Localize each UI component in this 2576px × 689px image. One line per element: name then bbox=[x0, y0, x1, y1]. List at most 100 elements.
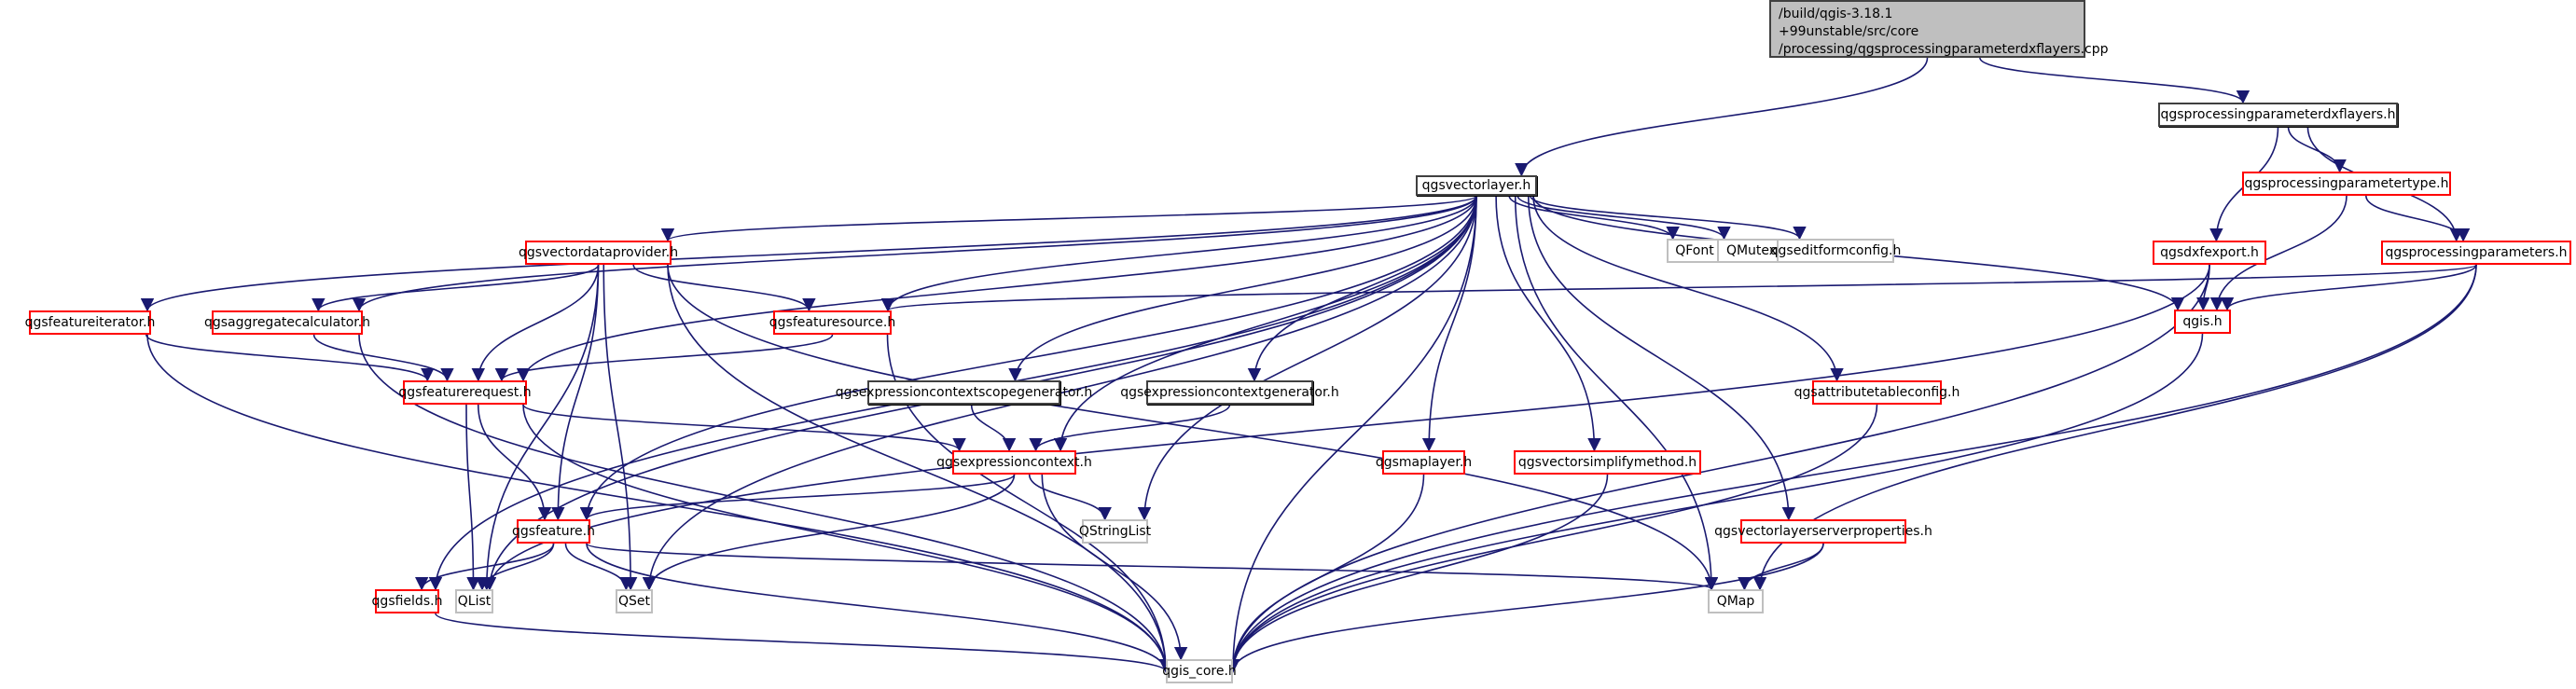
graph-node-aggregatecalc-h[interactable]: qgsaggregatecalculator.h bbox=[204, 310, 370, 335]
edge-feature_h-to-QList bbox=[475, 543, 555, 591]
node-label: QSet bbox=[617, 594, 650, 609]
node-label: QMutex bbox=[1725, 243, 1778, 258]
edge-vectordataprovider_h-to-QSet bbox=[602, 264, 638, 591]
edge-dxfexport_h-to-QList bbox=[482, 264, 2210, 591]
node-label: qgsdxfexport.h bbox=[2160, 245, 2259, 260]
edge-vectordataprovider_h-to-featuresource_h bbox=[632, 264, 816, 312]
edge-root-to-dxflayers_h bbox=[1979, 57, 2250, 104]
edge-vectorlayer_h-to-qgis_core_h bbox=[1226, 195, 1477, 673]
graph-node-featureiterator-h[interactable]: qgsfeatureiterator.h bbox=[25, 310, 155, 335]
node-label: qgseditformconfig.h bbox=[1769, 243, 1902, 258]
node-label: qgsvectorsimplifymethod.h bbox=[1517, 455, 1697, 470]
node-label: qgsaggregatecalculator.h bbox=[203, 315, 371, 330]
graph-node-qlist[interactable]: QList bbox=[455, 589, 493, 613]
edge-vectorlayer_h-to-exprcontext_h bbox=[1053, 195, 1477, 452]
edge-root-to-vectorlayer_h bbox=[1515, 57, 1929, 177]
edge-vectorlayer_h-to-QSet bbox=[642, 195, 1477, 591]
node-label: qgsvectorlayer.h bbox=[1421, 178, 1531, 193]
node-label: qgsfeaturerequest.h bbox=[398, 385, 532, 400]
edge-vectorlayer_h-to-feature_h bbox=[579, 195, 1477, 521]
edge-feature_h-to-fields_h bbox=[415, 543, 555, 591]
edge-vectorlayer_h-to-QMutex bbox=[1517, 195, 1731, 241]
edge-vectordataprovider_h-to-qgis_core_h bbox=[667, 264, 1173, 673]
edge-featuresource_h-to-featurerequest_h bbox=[494, 334, 834, 382]
root-path-line-2: +99unstable/src/core bbox=[1779, 24, 1919, 39]
node-label: QList bbox=[457, 594, 492, 609]
graph-node-qgis-h[interactable]: qgis.h bbox=[2174, 310, 2231, 334]
graph-node-feature-h[interactable]: qgsfeature.h bbox=[512, 519, 595, 544]
graph-node-qstringlist[interactable]: QStringList bbox=[1078, 519, 1152, 544]
node-label: qgsprocessingparameterdxflayers.h bbox=[2160, 107, 2396, 122]
graph-node-exprscopegen-h[interactable]: qgsexpressioncontextscopegenerator.h bbox=[836, 380, 1092, 405]
graph-node-qset[interactable]: QSet bbox=[616, 589, 653, 613]
edge-qgis_h-to-qgis_core_h bbox=[1226, 333, 2204, 673]
graph-node-vectordataprovider-h[interactable]: qgsvectordataprovider.h bbox=[519, 241, 678, 265]
graph-node-dxfexport-h[interactable]: qgsdxfexport.h bbox=[2153, 241, 2266, 265]
edge-serverprops_h-to-QMap bbox=[1738, 543, 1824, 591]
edge-paramtype_h-to-procparams_h bbox=[2365, 195, 2471, 242]
edge-attrtableconfig_h-to-qgis_core_h bbox=[1226, 404, 1878, 673]
graph-node-vectorlayer-h[interactable]: qgsvectorlayer.h bbox=[1416, 175, 1537, 196]
edge-maplayer_h-to-qgis_core_h bbox=[1226, 474, 1425, 673]
graph-node-paramtype-h[interactable]: qgsprocessingparametertype.h bbox=[2242, 172, 2451, 196]
node-label: qgsexpressioncontext.h bbox=[936, 455, 1092, 470]
node-label: qgsfields.h bbox=[371, 594, 443, 609]
graph-node-procparams-h[interactable]: qgsprocessingparameters.h bbox=[2381, 241, 2571, 265]
node-label: qgsprocessingparametertype.h bbox=[2244, 176, 2449, 191]
edge-exprcontext_h-to-qgis_core_h bbox=[1041, 474, 1188, 661]
edge-vectordataprovider_h-to-aggregatecalc_h bbox=[312, 264, 600, 312]
root-path-line-3: /processing/qgsprocessingparameterdxflay… bbox=[1779, 42, 2109, 57]
edge-fields_h-to-qgis_core_h bbox=[435, 613, 1172, 673]
edge-featureiterator_h-to-qgis_core_h bbox=[146, 334, 1173, 673]
edge-vectorlayer_h-to-editformconfig_h bbox=[1529, 195, 1807, 241]
node-label: qgsexpressioncontextscopegenerator.h bbox=[835, 385, 1093, 400]
edge-featurerequest_h-to-QList bbox=[465, 404, 480, 591]
node-label: qgsexpressioncontextgenerator.h bbox=[1120, 385, 1339, 400]
node-label: QMap bbox=[1716, 594, 1755, 609]
edge-vectorlayer_h-to-featurerequest_h bbox=[516, 195, 1477, 382]
edge-serverprops_h-to-qgis_core_h bbox=[1226, 543, 1824, 673]
edge-vectorlayer_h-to-aggregatecalc_h bbox=[353, 195, 1477, 312]
edge-vectordataprovider_h-to-QList bbox=[479, 264, 600, 591]
node-label: qgsattributetableconfig.h bbox=[1794, 385, 1960, 400]
graph-node-simplify-h[interactable]: qgsvectorsimplifymethod.h bbox=[1514, 450, 1701, 475]
graph-node-qgis-core-h[interactable]: qgis_core.h bbox=[1162, 659, 1237, 683]
node-label: qgsfeature.h bbox=[512, 524, 595, 539]
node-label: qgsvectordataprovider.h bbox=[518, 245, 679, 260]
graph-node-exprcontext-h[interactable]: qgsexpressioncontext.h bbox=[936, 450, 1092, 475]
graph-node-qfont[interactable]: QFont bbox=[1667, 239, 1723, 263]
graph-node-dxflayers-h[interactable]: qgsprocessingparameterdxflayers.h bbox=[2158, 103, 2398, 127]
edge-feature_h-to-qgis_core_h bbox=[586, 543, 1173, 673]
edge-feature_h-to-QMap bbox=[586, 543, 1718, 591]
edge-featurerequest_h-to-feature_h bbox=[477, 404, 552, 521]
edge-vectorlayer_h-to-serverprops_h bbox=[1528, 195, 1795, 521]
graph-node-qmutex[interactable]: QMutex bbox=[1717, 239, 1786, 263]
edge-vectorlayer_h-to-QMap bbox=[1514, 195, 1719, 591]
node-label: QFont bbox=[1675, 243, 1714, 258]
node-label: qgis.h bbox=[2182, 314, 2223, 329]
graph-node-serverprops-h[interactable]: qgsvectorlayerserverproperties.h bbox=[1714, 519, 1932, 544]
edge-vectordataprovider_h-to-QMap bbox=[667, 264, 1719, 591]
graph-node-featurerequest-h[interactable]: qgsfeaturerequest.h bbox=[398, 380, 532, 405]
node-label: qgis_core.h bbox=[1162, 664, 1237, 679]
node-label: QStringList bbox=[1078, 524, 1152, 539]
graph-node-editformconfig-h[interactable]: qgseditformconfig.h bbox=[1770, 239, 1901, 263]
edge-vectorlayer_h-to-maplayer_h bbox=[1421, 195, 1477, 452]
root-file-node: /build/qgis-3.18.1 +99unstable/src/core … bbox=[1769, 0, 2109, 58]
graph-node-featuresource-h[interactable]: qgsfeaturesource.h bbox=[769, 310, 895, 335]
edge-vectorlayer_h-to-featureiterator_h bbox=[141, 195, 1477, 312]
edge-vectorlayer_h-to-featuresource_h bbox=[880, 195, 1477, 312]
graph-node-qmap[interactable]: QMap bbox=[1708, 589, 1764, 613]
graph-node-attrtableconfig-h[interactable]: qgsattributetableconfig.h bbox=[1794, 380, 1960, 405]
node-label: qgsfeaturesource.h bbox=[769, 315, 896, 330]
edge-feature_h-to-QSet bbox=[564, 543, 633, 591]
node-label: qgsvectorlayerserverproperties.h bbox=[1714, 524, 1932, 539]
edge-dxflayers_h-to-paramtype_h bbox=[2287, 126, 2347, 173]
graph-node-fields-h[interactable]: qgsfields.h bbox=[372, 589, 442, 613]
graph-node-exprgen-h[interactable]: qgsexpressioncontextgenerator.h bbox=[1120, 380, 1339, 405]
edge-simplify_h-to-qgis_core_h bbox=[1226, 474, 1609, 673]
edge-vectordataprovider_h-to-featurerequest_h bbox=[471, 264, 600, 382]
graph-node-maplayer-h[interactable]: qgsmaplayer.h bbox=[1376, 450, 1472, 475]
